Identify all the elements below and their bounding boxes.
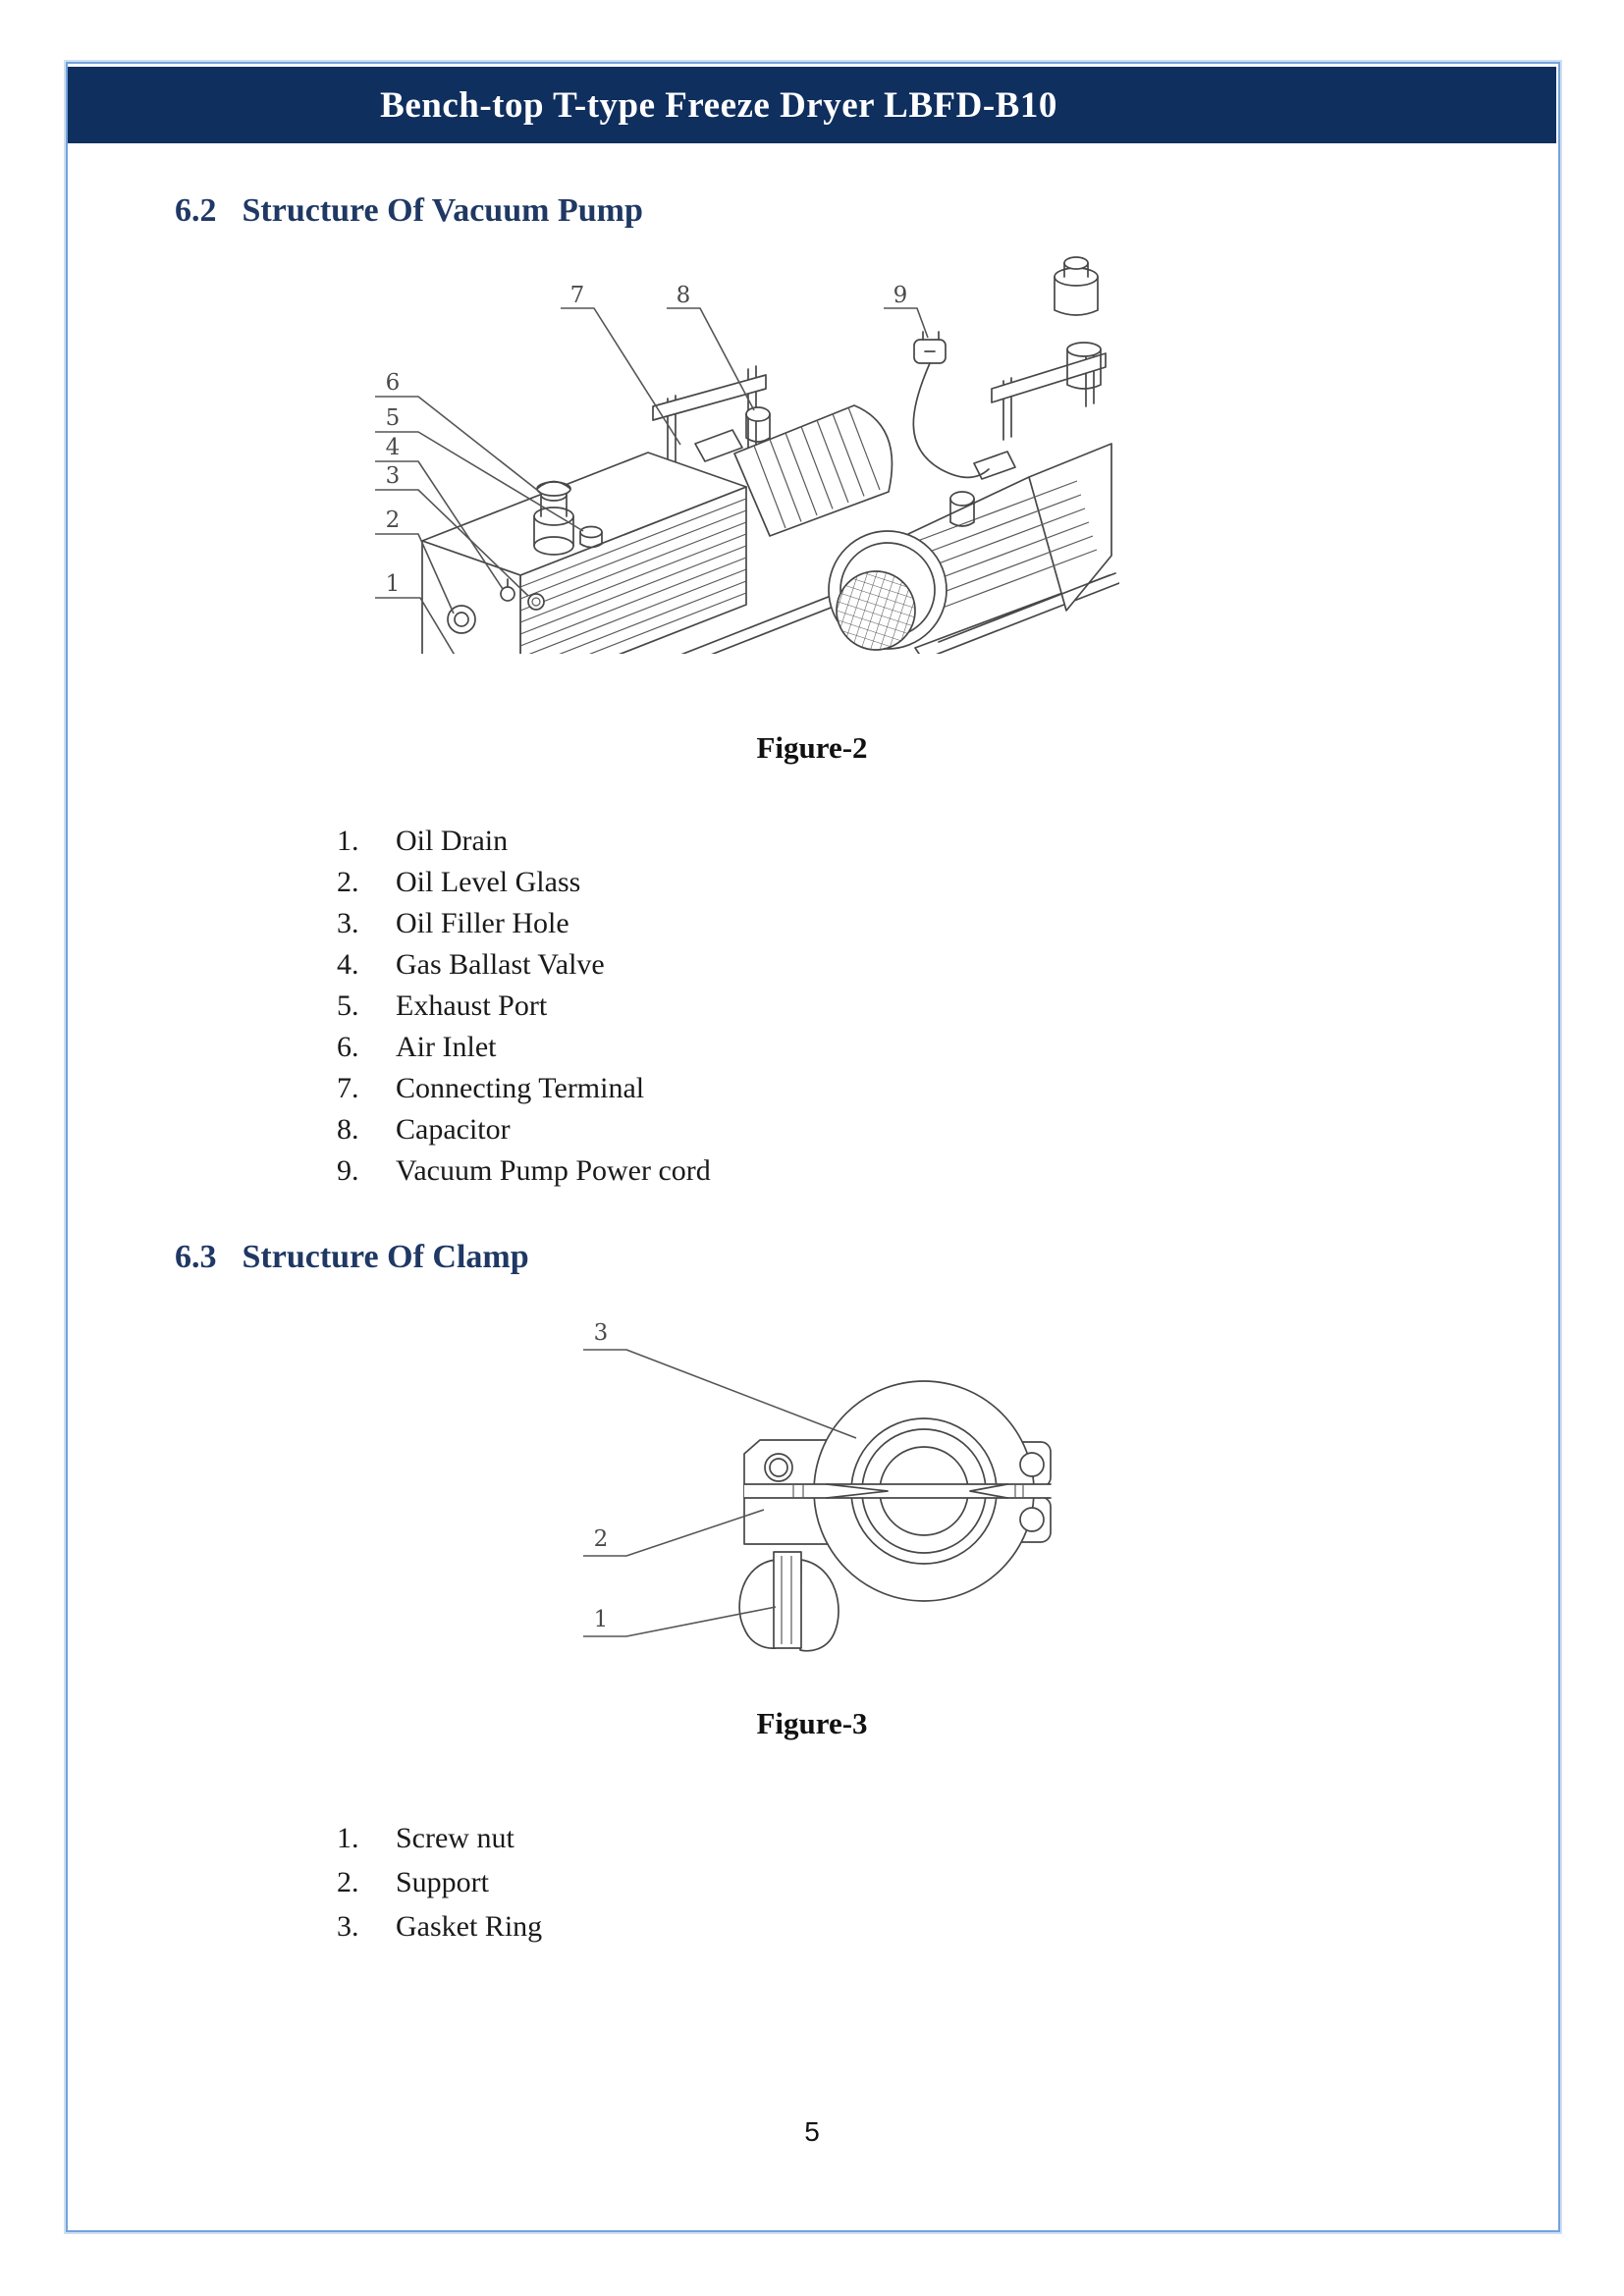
callout-label: 9: [893, 283, 908, 308]
callout-label: 3: [594, 1320, 609, 1346]
figure2-callout-labels: 6 5 4 3 2 1 7 8 9: [386, 283, 908, 597]
list-item: 3.Gasket Ring: [337, 1910, 543, 1943]
callout-label: 3: [386, 463, 401, 489]
right-pump-drawing: [828, 256, 1119, 654]
list-item: 9.Vacuum Pump Power cord: [337, 1154, 711, 1187]
clamp-figure-drawing: 3 2 1: [583, 1320, 1052, 1652]
callout-label: 6: [386, 370, 401, 396]
document-title: Bench-top T-type Freeze Dryer LBFD-B10: [380, 84, 1057, 126]
vacuum-pump-figure-drawing: 6 5 4 3 2 1 7 8 9: [375, 256, 1119, 654]
section-title: Structure Of Vacuum Pump: [242, 192, 643, 229]
callout-label: 8: [677, 283, 691, 308]
list-item: 2.Oil Level Glass: [337, 866, 581, 898]
list-item: 5.Exhaust Port: [337, 989, 548, 1022]
figure2-callout-leaders: [375, 307, 929, 654]
left-pump-drawing: [421, 365, 904, 654]
section-heading-6-2: 6.2 Structure Of Vacuum Pump: [175, 192, 643, 230]
callout-label: 5: [386, 405, 401, 431]
list-item: 8.Capacitor: [337, 1113, 511, 1146]
list-item: 2.Support: [337, 1866, 490, 1898]
list-item: 1.Oil Drain: [337, 825, 509, 857]
clamp-parts-list: 1.Screw nut 2.Support 3.Gasket Ring: [337, 1816, 542, 1949]
callout-label: 2: [386, 507, 401, 533]
section-number: 6.2: [175, 192, 217, 229]
figure-3-caption: Figure-3: [756, 1706, 868, 1740]
callout-label: 2: [594, 1526, 609, 1552]
clamp-drawing: [738, 1380, 1052, 1652]
figure3-callout-leaders: [583, 1349, 857, 1637]
list-item: 7.Connecting Terminal: [337, 1072, 645, 1104]
list-item: 1.Screw nut: [337, 1822, 514, 1854]
callout-label: 4: [386, 435, 401, 460]
callout-label: 7: [570, 283, 585, 308]
list-item: 6.Air Inlet: [337, 1031, 497, 1063]
document-header-bar: Bench-top T-type Freeze Dryer LBFD-B10: [68, 67, 1556, 143]
section-number: 6.3: [175, 1239, 217, 1275]
figure-2-caption: Figure-2: [756, 730, 868, 765]
section-title: Structure Of Clamp: [242, 1239, 529, 1275]
figure3-callout-labels: 3 2 1: [594, 1320, 609, 1632]
list-item: 3.Oil Filler Hole: [337, 907, 569, 939]
page-number: 5: [804, 2116, 820, 2147]
list-item: 4.Gas Ballast Valve: [337, 948, 605, 981]
callout-label: 1: [386, 571, 401, 597]
pump-parts-list: 1.Oil Drain 2.Oil Level Glass 3.Oil Fill…: [337, 821, 711, 1192]
callout-label: 1: [594, 1607, 609, 1632]
section-heading-6-3: 6.3 Structure Of Clamp: [175, 1239, 529, 1276]
